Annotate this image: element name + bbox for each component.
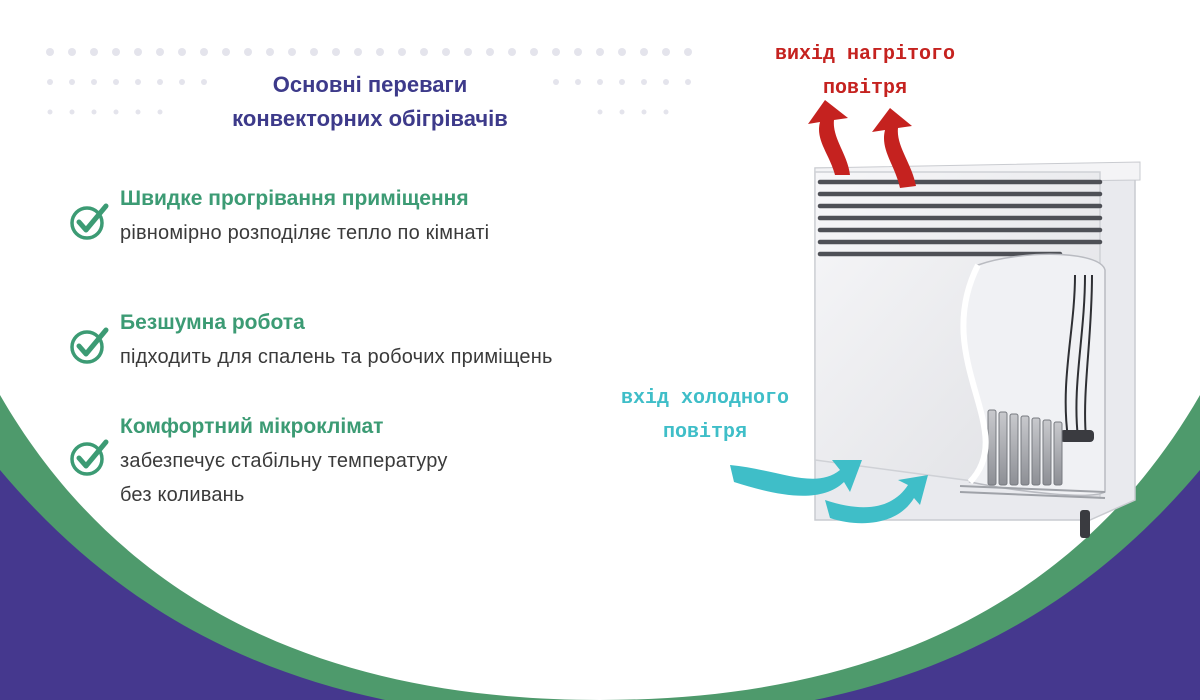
page-title-line2: конвекторних обігрівачів xyxy=(232,106,508,131)
feature-title: Комфортний мікроклімат xyxy=(120,415,384,438)
check-circle-icon xyxy=(70,439,109,476)
cold-air-label-line2: повітря xyxy=(662,421,747,444)
hot-air-label-line2: повітря xyxy=(822,77,907,100)
heater-grille xyxy=(817,179,1103,257)
heating-element xyxy=(987,409,1063,486)
cold-air-label: вхід холодного повітря xyxy=(585,382,825,450)
page-title: Основні переваги конвекторних обігрівачі… xyxy=(150,68,590,136)
feature-description-line2: без коливань xyxy=(120,484,245,506)
feature-description-line1: забезпечує стабільну температуру xyxy=(120,450,448,472)
page-title-line1: Основні переваги xyxy=(272,72,468,97)
feature-title: Швидке прогрівання приміщення xyxy=(120,187,469,210)
feature-description: підходить для спалень та робочих приміще… xyxy=(120,346,553,368)
hot-air-arrows xyxy=(808,100,916,188)
hot-air-label-line1: вихід нагрітого xyxy=(774,43,956,66)
feature-title: Безшумна робота xyxy=(120,311,305,334)
cold-air-arrows xyxy=(730,460,928,524)
cold-air-label-line1: вхід холодного xyxy=(620,387,790,410)
check-circle-icon xyxy=(70,327,109,364)
check-circle-icon xyxy=(70,203,109,240)
convector-heater-illustration xyxy=(730,100,1141,538)
feature-description: забезпечує стабільну температуру без кол… xyxy=(120,444,660,512)
feature-description: рівномірно розподіляє тепло по кімнаті xyxy=(120,222,490,244)
dot-pattern xyxy=(46,48,692,115)
hot-air-label: вихід нагрітого повітря xyxy=(740,38,990,106)
